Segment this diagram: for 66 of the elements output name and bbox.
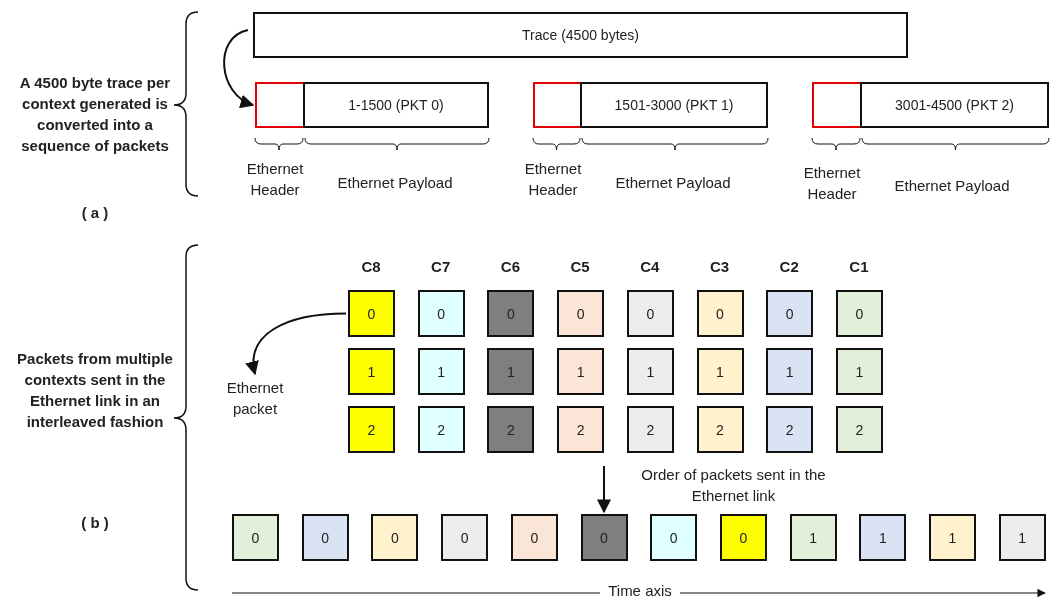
packet-box: 0 bbox=[487, 290, 535, 337]
packet-box: 0 bbox=[719, 514, 767, 561]
packet-box: 0 bbox=[348, 290, 395, 337]
part-label: Ethernet Payload bbox=[893, 176, 1011, 196]
column-label: C8 bbox=[360, 257, 382, 277]
packet-box: 0 bbox=[696, 290, 744, 337]
payload-box: 1501-3000 (PKT 1) bbox=[580, 82, 768, 128]
column-label: C7 bbox=[430, 257, 452, 277]
packet-box: 2 bbox=[766, 406, 814, 453]
packet-box: 1 bbox=[696, 348, 744, 395]
part-label: Ethernet Payload bbox=[336, 173, 454, 193]
header-box bbox=[533, 82, 582, 128]
packet-box: 0 bbox=[301, 514, 349, 561]
part-label: Ethernet Header bbox=[245, 159, 305, 200]
trace-box: Trace (4500 bytes) bbox=[253, 12, 908, 58]
packet-box: 1 bbox=[417, 348, 465, 395]
header-box bbox=[255, 82, 305, 128]
packet-box: 0 bbox=[510, 514, 558, 561]
packet-box: 0 bbox=[766, 290, 814, 337]
packet-box: 2 bbox=[487, 406, 535, 453]
packet-box: 0 bbox=[580, 514, 628, 561]
payload-box: 1-1500 (PKT 0) bbox=[303, 82, 489, 128]
packet-box: 2 bbox=[348, 406, 395, 453]
description-text: A 4500 byte trace per context generated is converted into a sequence of packets bbox=[18, 73, 172, 156]
packet-box: 2 bbox=[696, 406, 744, 453]
packet-box: 1 bbox=[626, 348, 674, 395]
packet-box: 1 bbox=[348, 348, 395, 395]
packet-box: 0 bbox=[417, 290, 465, 337]
description-text: Packets from multiple contexts sent in the Ethernet link in an interleaved fashion bbox=[16, 349, 174, 432]
arrow bbox=[597, 465, 611, 514]
packet-box: 0 bbox=[371, 514, 419, 561]
packet-box: 0 bbox=[626, 290, 674, 337]
packet-box: 1 bbox=[766, 348, 814, 395]
packet-box: 1 bbox=[557, 348, 605, 395]
packet-box: 1 bbox=[789, 514, 837, 561]
arrow bbox=[246, 312, 347, 376]
packet-box: 0 bbox=[835, 290, 883, 337]
column-label: C5 bbox=[569, 257, 591, 277]
packet-box: 1 bbox=[859, 514, 907, 561]
packet-caption: Ethernet packet bbox=[205, 376, 305, 420]
packet-box: 0 bbox=[232, 514, 279, 561]
payload-box: 3001-4500 (PKT 2) bbox=[860, 82, 1049, 128]
packet-box: 0 bbox=[557, 290, 605, 337]
packet-box: 1 bbox=[929, 514, 976, 561]
panel-label: ( b ) bbox=[80, 513, 110, 533]
panel-label: ( a ) bbox=[80, 203, 110, 223]
packet-box: 1 bbox=[998, 514, 1046, 561]
packet-box: 2 bbox=[417, 406, 465, 453]
column-label: C3 bbox=[708, 257, 731, 277]
edge-label: Order of packets sent in the Ethernet link bbox=[640, 465, 827, 506]
column-label: C2 bbox=[778, 257, 800, 277]
column-label: C1 bbox=[848, 257, 870, 277]
part-label: Ethernet Payload bbox=[614, 173, 732, 193]
packet-box: 0 bbox=[441, 514, 489, 561]
arrow bbox=[223, 29, 255, 107]
part-label: Ethernet Header bbox=[802, 163, 862, 204]
header-box bbox=[812, 82, 862, 128]
packet-box: 2 bbox=[835, 406, 883, 453]
packet-box: 1 bbox=[487, 348, 535, 395]
column-label: C4 bbox=[639, 257, 661, 277]
packet-box: 1 bbox=[835, 348, 883, 395]
packet-box: 0 bbox=[650, 514, 698, 561]
packet-box: 2 bbox=[626, 406, 674, 453]
part-label: Ethernet Header bbox=[523, 159, 583, 200]
packet-box: 2 bbox=[557, 406, 605, 453]
column-label: C6 bbox=[499, 257, 521, 277]
